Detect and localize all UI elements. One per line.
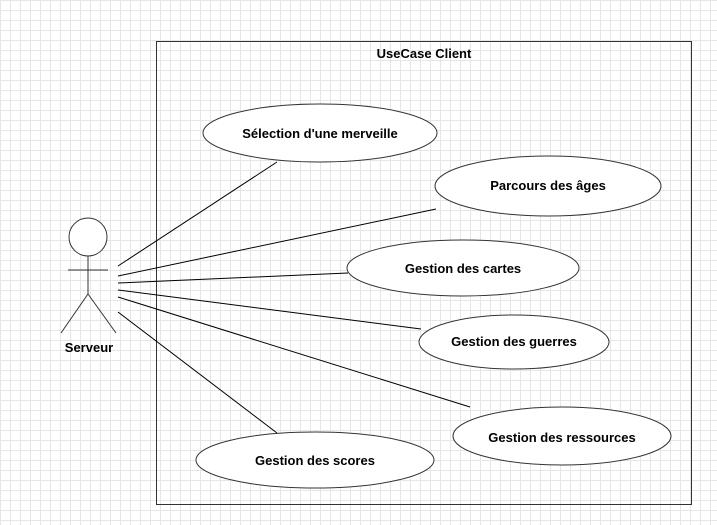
use-case-ellipse [195,431,435,489]
use-case-label: Gestion des ressources [488,430,635,445]
use-case-ellipse [346,239,580,297]
system-boundary-rect [156,41,692,505]
use-case-gestion-scores[interactable]: Gestion des scores [195,431,435,489]
association-line-gestion-scores[interactable] [117,311,278,434]
association-line-gestion-ressources[interactable] [117,296,471,408]
use-case-gestion-ressources[interactable]: Gestion des ressources [452,406,672,466]
association-line-parcours-ages[interactable] [117,208,437,277]
association-line-selection-merveille[interactable] [117,161,278,267]
use-case-selection-merveille[interactable]: Sélection d'une merveille [202,103,438,163]
use-case-ellipse [418,314,610,370]
use-case-label: Parcours des âges [490,178,606,193]
use-case-ellipse [434,155,662,217]
association-line-gestion-guerres[interactable] [117,289,422,330]
use-case-ellipse [202,103,438,163]
system-title: UseCase Client [377,46,472,61]
use-case-label: Sélection d'une merveille [242,126,398,141]
actor-label: Serveur [65,340,113,355]
associations [117,161,471,434]
association-line-gestion-cartes[interactable] [117,272,349,284]
actor-serveur[interactable] [60,217,117,334]
use-case-gestion-guerres[interactable]: Gestion des guerres [418,314,610,370]
use-case-label: Gestion des guerres [451,334,577,349]
use-case-ellipse [452,406,672,466]
use-case-gestion-cartes[interactable]: Gestion des cartes [346,239,580,297]
actor-head [68,217,108,257]
use-case-label: Gestion des scores [255,453,375,468]
use-case-label: Gestion des cartes [405,261,521,276]
system-boundary[interactable]: UseCase Client [156,41,692,505]
actor-right-leg [87,293,117,334]
use-case-parcours-ages[interactable]: Parcours des âges [434,155,662,217]
actor-left-leg [60,293,89,334]
